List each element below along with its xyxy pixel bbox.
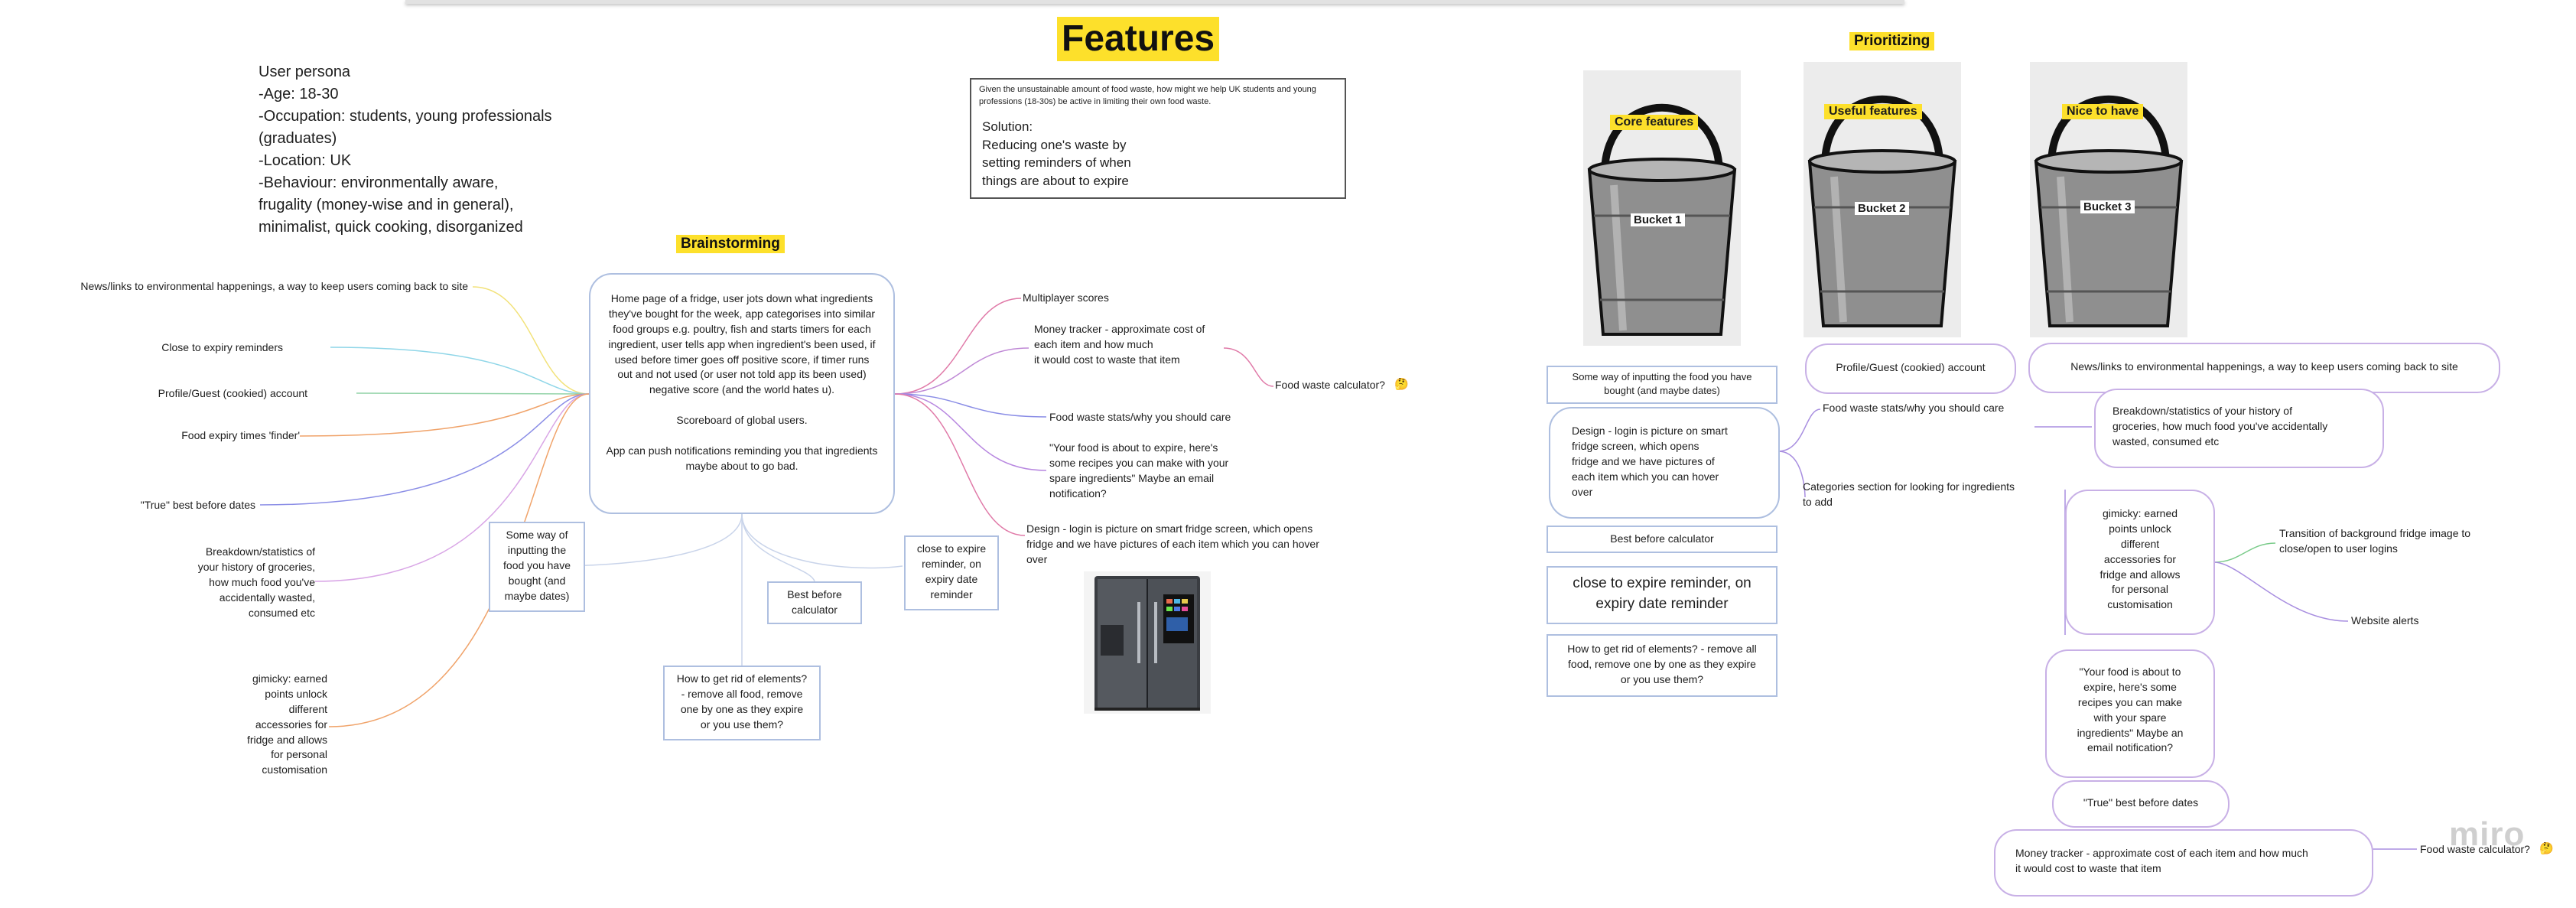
useful-feature-item[interactable]: Website alerts bbox=[2351, 614, 2419, 626]
bucket-icon bbox=[2034, 95, 2184, 327]
how-might-we-question: Given the unsustainable amount of food w… bbox=[979, 85, 1316, 106]
thinking-emoji-icon: 🤔 bbox=[2539, 842, 2554, 855]
problem-statement-box[interactable]: Given the unsustainable amount of food w… bbox=[970, 78, 1346, 199]
persona-line: User persona bbox=[259, 63, 351, 80]
persona-line: (graduates) bbox=[259, 130, 337, 147]
bucket-label: Nice to have bbox=[2062, 104, 2144, 119]
persona-line: frugality (money-wise and in general), bbox=[259, 197, 514, 213]
core-feature-item[interactable]: Design - login is picture on smart fridg… bbox=[1549, 407, 1780, 519]
mindmap-left-item[interactable]: Food expiry times 'finder' bbox=[181, 429, 300, 441]
bucket-name: Bucket 3 bbox=[2080, 200, 2135, 213]
useful-feature-item[interactable]: gimicky: earned points unlock different … bbox=[2065, 490, 2215, 635]
prioritizing-title: Prioritizing bbox=[1849, 32, 1935, 50]
mindmap-right-item[interactable]: "Your food is about to expire, here's so… bbox=[1049, 441, 1229, 500]
persona-line: -Age: 18-30 bbox=[259, 86, 339, 103]
persona-line: minimalist, quick cooking, disorganized bbox=[259, 219, 523, 236]
nice-to-have-item[interactable]: Food waste calculator? bbox=[2420, 843, 2530, 855]
useful-feature-item[interactable]: Food waste stats/why you should care bbox=[1823, 402, 2005, 414]
thinking-emoji-icon: 🤔 bbox=[1394, 378, 1409, 391]
user-persona: User persona -Age: 18-30 -Occupation: st… bbox=[259, 61, 595, 239]
useful-feature-item[interactable]: Money tracker - approximate cost of each… bbox=[1994, 829, 2373, 897]
persona-line: -Occupation: students, young professiona… bbox=[259, 108, 552, 125]
core-feature-item[interactable]: How to get rid of elements? - remove all… bbox=[1547, 634, 1778, 697]
mindmap-left-item[interactable]: gimicky: earned points unlock different … bbox=[246, 672, 327, 776]
mindmap-below-item[interactable]: How to get rid of elements? - remove all… bbox=[663, 666, 821, 740]
mindmap-left-item[interactable]: Close to expiry reminders bbox=[161, 341, 283, 353]
persona-line: -Location: UK bbox=[259, 152, 352, 169]
core-feature-item[interactable]: Best before calculator bbox=[1547, 526, 1778, 553]
bucket-icon bbox=[1807, 95, 1957, 327]
mindmap-right-item[interactable]: Multiplayer scores bbox=[1023, 291, 1109, 304]
useful-feature-item[interactable]: Transition of background fridge image to… bbox=[2279, 527, 2471, 555]
mindmap-below-item[interactable]: close to expire reminder, on expiry date… bbox=[904, 535, 999, 610]
top-toolbar-edge bbox=[405, 0, 1904, 4]
solution-text: Solution: Reducing one's waste by settin… bbox=[982, 119, 1131, 189]
core-feature-item[interactable]: Some way of inputting the food you have … bbox=[1547, 366, 1778, 404]
bucket-name: Bucket 2 bbox=[1855, 202, 1909, 215]
bucket-name: Bucket 1 bbox=[1631, 213, 1685, 226]
mindmap-right-item[interactable]: Food waste calculator? bbox=[1275, 379, 1385, 391]
persona-line: -Behaviour: environmentally aware, bbox=[259, 174, 499, 191]
useful-feature-item[interactable]: Categories section for looking for ingre… bbox=[1803, 480, 2015, 508]
mindmap-right-item[interactable]: Food waste stats/why you should care bbox=[1049, 411, 1231, 423]
brainstorming-title: Brainstorming bbox=[676, 235, 785, 253]
miro-watermark: miro bbox=[2449, 815, 2526, 853]
mindmap-right-item[interactable]: Money tracker - approximate cost of each… bbox=[1034, 323, 1205, 366]
mindmap-below-item[interactable]: Best before calculator bbox=[767, 581, 862, 624]
mindmap-below-item[interactable]: Some way of inputting the food you have … bbox=[489, 522, 585, 612]
bucket-icon bbox=[1587, 103, 1737, 336]
mindmap-left-item[interactable]: "True" best before dates bbox=[140, 499, 255, 511]
useful-feature-item[interactable]: "Your food is about to expire, here's so… bbox=[2045, 649, 2215, 778]
mindmap-right-item[interactable]: Design - login is picture on smart fridg… bbox=[1026, 522, 1319, 565]
bucket-label: Useful features bbox=[1824, 104, 1922, 119]
mindmap-left-item[interactable]: Profile/Guest (cookied) account bbox=[158, 387, 307, 399]
useful-feature-item[interactable]: "True" best before dates bbox=[2052, 780, 2230, 828]
core-feature-item[interactable]: close to expire reminder, on expiry date… bbox=[1547, 566, 1778, 624]
bucket-useful[interactable] bbox=[1804, 62, 1961, 337]
nice-to-have-item[interactable]: Breakdown/statistics of your history of … bbox=[2094, 389, 2384, 468]
features-title: Features bbox=[1057, 17, 1220, 61]
smart-fridge-image bbox=[1084, 571, 1211, 714]
nice-to-have-item[interactable]: News/links to environmental happenings, … bbox=[2028, 343, 2500, 393]
mindmap-left-item[interactable]: News/links to environmental happenings, … bbox=[80, 280, 468, 292]
bucket-core[interactable] bbox=[1583, 70, 1741, 346]
brainstorm-center-node[interactable]: Home page of a fridge, user jots down wh… bbox=[589, 273, 895, 514]
bucket-label: Core features bbox=[1610, 115, 1699, 130]
useful-feature-item[interactable]: Profile/Guest (cookied) account bbox=[1805, 343, 2016, 394]
mindmap-left-item[interactable]: Breakdown/statistics of your history of … bbox=[197, 545, 315, 619]
bucket-nice[interactable] bbox=[2030, 62, 2187, 337]
